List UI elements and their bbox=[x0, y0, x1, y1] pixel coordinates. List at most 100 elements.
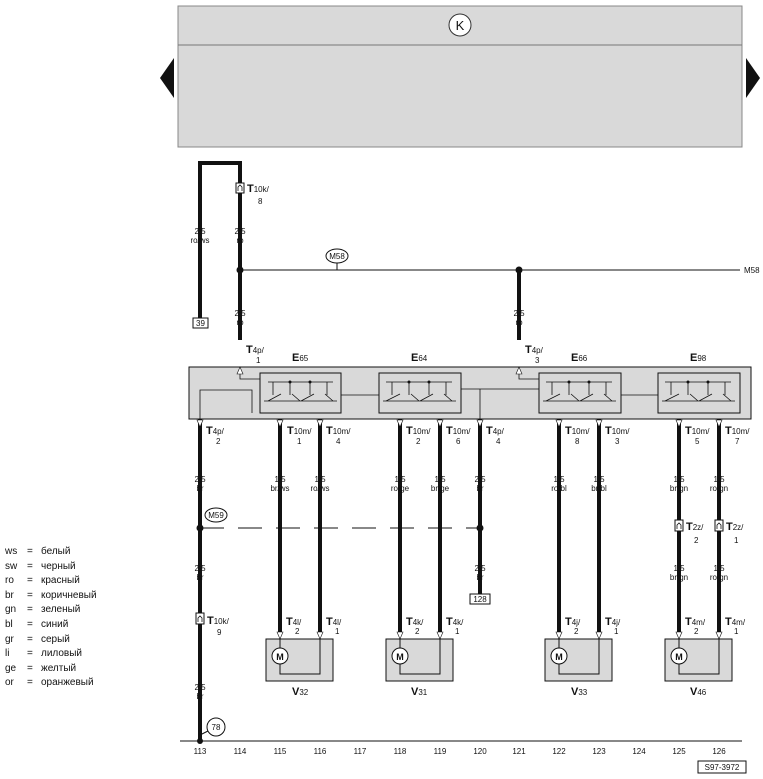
pin-arrows-bottom bbox=[196, 419, 723, 428]
wire-113-top bbox=[198, 161, 242, 318]
motor-v32-label: V32 bbox=[292, 686, 309, 698]
ground-ref-78 bbox=[206, 717, 226, 737]
legend-code: br bbox=[5, 589, 14, 601]
switch-e98: E98 bbox=[657, 352, 741, 414]
wire-label-gauge: 1,5 bbox=[673, 564, 685, 573]
connector-t4l2-pin-no: 2 bbox=[295, 627, 300, 636]
triangle-left-icon[interactable] bbox=[160, 58, 174, 98]
connector-t10m6-label: T10m/ bbox=[446, 425, 471, 437]
connector-t4k2-label: T4k/ bbox=[406, 616, 424, 628]
motor-v32-wiring bbox=[279, 639, 321, 675]
legend-equals: = bbox=[27, 633, 33, 645]
wire-label-color: br/bl bbox=[591, 484, 607, 493]
connector-t10k9-pin bbox=[197, 615, 203, 622]
motor-v33-symbol: M bbox=[555, 652, 563, 662]
connector-t2z2-icon bbox=[674, 519, 684, 532]
switch-e98-dot bbox=[706, 380, 710, 384]
connector-t10m1-label: T10m/ bbox=[287, 425, 312, 437]
motor-v32: M V32 bbox=[265, 638, 334, 698]
column-number: 121 bbox=[512, 747, 526, 756]
switch-e64-box bbox=[378, 372, 462, 414]
motor-icon bbox=[550, 647, 568, 665]
ref-128: 128 bbox=[473, 595, 487, 604]
connector-t4m2-pin-no: 2 bbox=[694, 627, 699, 636]
connector-t10m3-label: T10m/ bbox=[605, 425, 630, 437]
wire-label-color: br/ws bbox=[270, 484, 289, 493]
wire-label-gauge: 2,5 bbox=[194, 683, 206, 692]
connector-t10m6-pin-no: 6 bbox=[456, 437, 461, 446]
switch-e64: E64 bbox=[378, 352, 462, 414]
motor-v33: M V33 bbox=[544, 638, 613, 698]
column-number: 115 bbox=[274, 747, 287, 756]
connector-t4p3-pin-no: 3 bbox=[535, 356, 540, 365]
wire-label-color: br bbox=[196, 484, 203, 493]
connector-t2z2-label: T2z/ bbox=[686, 521, 704, 533]
legend-row: ge=желтый bbox=[5, 662, 97, 677]
motor-v33-wiring bbox=[558, 639, 600, 675]
connector-t2z2-pin-no: 2 bbox=[694, 536, 699, 545]
wire-label-gauge: 1,5 bbox=[553, 475, 565, 484]
wire-label-color: ro/bl bbox=[551, 484, 567, 493]
column-number: 113 bbox=[194, 747, 207, 756]
legend-equals: = bbox=[27, 546, 33, 557]
connector-t4p1-pin-no: 1 bbox=[256, 356, 261, 365]
wire-label-color: br bbox=[476, 484, 483, 493]
connector-t4l2-label: T4l/ bbox=[286, 616, 302, 628]
fuse-relay-icon bbox=[448, 13, 472, 37]
connector-t10m2-label: T10m/ bbox=[406, 425, 431, 437]
wire-label-color: ro bbox=[236, 236, 244, 245]
connector-t10m4-label: T10m/ bbox=[326, 425, 351, 437]
connector-t10k9-pin-no: 9 bbox=[217, 628, 222, 637]
reference-id: S97-3972 bbox=[705, 763, 740, 772]
connector-t2z2-pin bbox=[676, 522, 682, 529]
wire-label-color: ro/ws bbox=[190, 236, 209, 245]
legend-code: ge bbox=[5, 662, 17, 674]
legend-meaning: серый bbox=[41, 633, 70, 645]
wire-label-color: br bbox=[476, 573, 483, 582]
connector-t10k8-pin bbox=[237, 184, 243, 191]
legend-row: li=лиловый bbox=[5, 647, 97, 662]
legend-equals: = bbox=[27, 575, 33, 587]
ref-39: 39 bbox=[196, 319, 205, 328]
column-number: 116 bbox=[314, 747, 327, 756]
connector-t4m1-label: T4m/ bbox=[725, 616, 746, 628]
connector-t4j2-pin-no: 2 bbox=[574, 627, 579, 636]
column-number: 114 bbox=[234, 747, 247, 756]
legend-equals: = bbox=[27, 648, 33, 660]
connector-t10m4-pin-no: 4 bbox=[336, 437, 341, 446]
connector-t10m7-label: T10m/ bbox=[725, 425, 750, 437]
legend-meaning: черный bbox=[41, 560, 76, 572]
wire-label-color: br/gn bbox=[670, 573, 688, 582]
connector-t4m2-label: T4m/ bbox=[685, 616, 706, 628]
triangle-right-icon[interactable] bbox=[746, 58, 760, 98]
column-number: 119 bbox=[434, 747, 447, 756]
connector-t10m1-pin-no: 1 bbox=[297, 437, 302, 446]
motor-v33-label: V33 bbox=[571, 686, 588, 698]
legend-meaning: лиловый bbox=[41, 648, 83, 660]
motor-v31: M V31 bbox=[385, 638, 454, 698]
wire-label-color: ro/ge bbox=[391, 484, 410, 493]
connector-t10k8-pin-no: 8 bbox=[258, 197, 263, 206]
switch-e98-label: E98 bbox=[690, 352, 707, 364]
ref-box-39 bbox=[192, 317, 209, 329]
legend-row: br=коричневый bbox=[5, 589, 97, 604]
connector-t10m3-pin-no: 3 bbox=[615, 437, 620, 446]
legend-code: gr bbox=[5, 633, 14, 645]
switch-e65-dot bbox=[288, 380, 292, 384]
column-number: 118 bbox=[394, 747, 407, 756]
legend-equals: = bbox=[27, 662, 33, 674]
legend-row: gr = серый bbox=[5, 633, 97, 648]
wire-label-color: ro bbox=[236, 318, 244, 327]
connector-t4k1-pin-no: 1 bbox=[455, 627, 460, 636]
wire-label-gauge: 1,5 bbox=[593, 475, 605, 484]
connector-t2z1-icon bbox=[714, 519, 724, 532]
switch-e64-dot bbox=[427, 380, 431, 384]
switch-e98-box bbox=[657, 372, 741, 414]
wire-label-color: br/gn bbox=[670, 484, 688, 493]
switch-e66-dot bbox=[567, 380, 571, 384]
connector-t10m7-pin-no: 7 bbox=[735, 437, 740, 446]
connector-t4j1-label: T4j/ bbox=[605, 616, 621, 628]
wire-label-gauge: 1,5 bbox=[713, 475, 725, 484]
wire-label-color: br/ge bbox=[431, 484, 450, 493]
